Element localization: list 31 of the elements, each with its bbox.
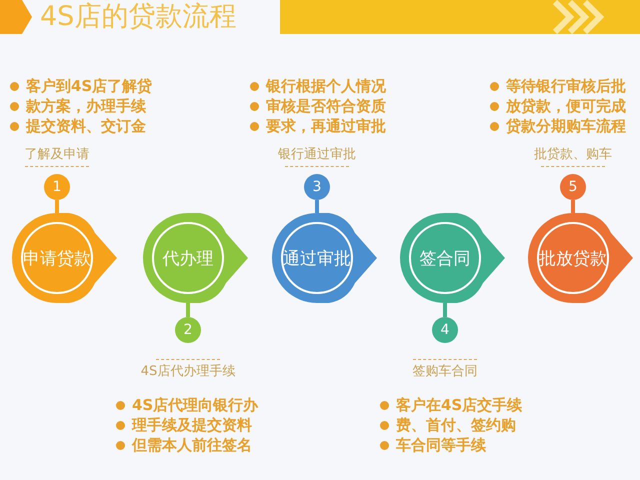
step-caption: 银行通过审批 <box>277 146 357 163</box>
bullet-item: 客户到4S店了解贷 <box>8 76 152 96</box>
bullet-item: 银行根据个人情况 <box>248 76 386 96</box>
connector-stem <box>443 303 447 317</box>
connector-stem <box>186 303 190 317</box>
connector-stem <box>55 200 59 213</box>
bullet-item: 但需本人前往签名 <box>114 435 252 455</box>
connector-stem <box>315 200 319 213</box>
bullet-item: 提交资料、交订金 <box>8 116 146 136</box>
step-number: 4 <box>432 317 458 343</box>
bullet-item: 理手续及提交资料 <box>114 415 252 435</box>
step-caption: 了解及申请 <box>24 146 90 163</box>
bullet-item: 费、首付、签约购 <box>378 415 516 435</box>
step-number: 1 <box>44 174 70 200</box>
bullet-item: 放贷款，便可完成 <box>488 96 626 116</box>
bullet-item: 贷款分期购车流程 <box>488 116 626 136</box>
bullet-item: 4S店代理向银行办 <box>114 395 258 415</box>
bullet-item: 款方案，办理手续 <box>8 96 146 116</box>
step-number: 2 <box>175 317 201 343</box>
bullet-item: 等待银行审核后批 <box>488 76 626 96</box>
title: 4S店的贷款流程 <box>40 0 236 34</box>
bullet-item: 要求，再通过审批 <box>248 116 386 136</box>
connector-stem <box>571 200 575 213</box>
step-number: 5 <box>560 174 586 200</box>
step-number: 3 <box>304 174 330 200</box>
step-caption: 批贷款、购车 <box>533 146 613 163</box>
bullet-item: 客户在4S店交手续 <box>378 395 522 415</box>
bullet-item: 车合同等手续 <box>378 435 486 455</box>
step-caption: 4S店代办理手续 <box>140 363 236 380</box>
step-caption: 签购车合同 <box>412 363 478 380</box>
bullet-item: 审核是否符合资质 <box>248 96 386 116</box>
